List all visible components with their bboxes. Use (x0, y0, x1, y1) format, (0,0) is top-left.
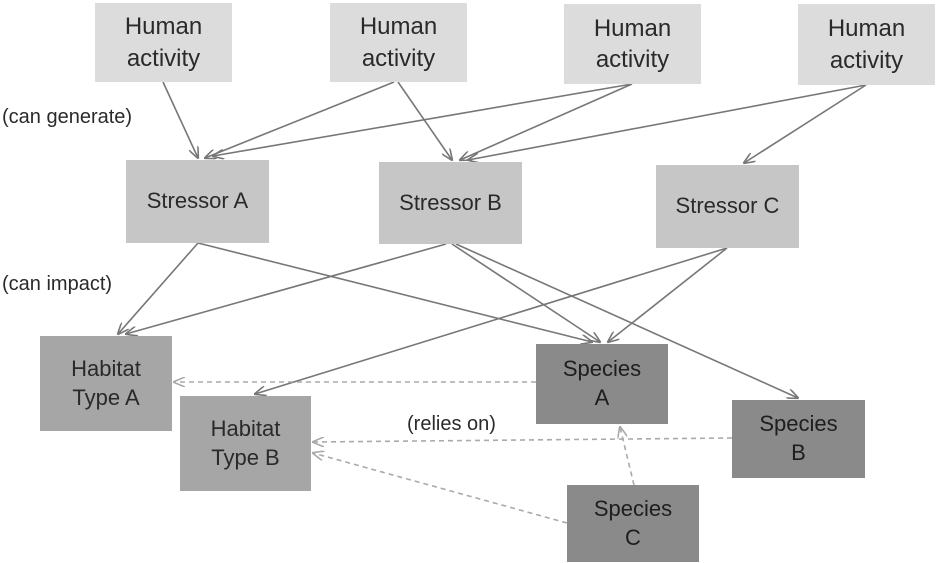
node-habitat-type-a: Habitat Type A (40, 336, 172, 431)
arrow-stressor-b-to-habitat-a (126, 243, 447, 334)
node-species-b: Species B (732, 400, 865, 478)
label-can-impact: (can impact) (2, 273, 113, 295)
arrow-activity-3-to-stressor-a (213, 83, 633, 156)
label-can-generate: (can generate) (2, 106, 133, 128)
arrow-stressor-b-to-species-b (455, 243, 798, 398)
arrow-activity-4-to-stressor-c (744, 84, 867, 163)
label-relies-on: (relies on) (407, 413, 496, 435)
arrow-stressor-c-to-habitat-b (255, 247, 728, 394)
node-species-a: Species A (536, 344, 668, 424)
node-species-c: Species C (567, 485, 699, 562)
node-human-activity-3: Human activity (564, 4, 701, 84)
arrow-stressor-a-to-species-a (197, 242, 592, 342)
arrow-stressor-c-to-species-a (608, 247, 728, 342)
node-habitat-type-b: Habitat Type B (180, 396, 311, 491)
arrow-species-c-to-habitat-b (313, 453, 568, 524)
arrow-activity-4-to-stressor-b (468, 84, 867, 160)
node-stressor-b: Stressor B (379, 162, 522, 244)
arrow-activity-1-to-stressor-a (162, 81, 198, 158)
node-human-activity-4: Human activity (798, 4, 935, 85)
arrow-activity-2-to-stressor-b (397, 81, 452, 160)
arrow-activity-3-to-stressor-b (460, 83, 633, 160)
arrow-stressor-b-to-species-a (451, 243, 600, 342)
node-stressor-a: Stressor A (126, 160, 269, 243)
arrow-species-b-to-habitat-b (313, 438, 733, 442)
node-stressor-c: Stressor C (656, 165, 799, 248)
arrow-species-c-to-species-a (620, 427, 635, 486)
node-human-activity-2: Human activity (330, 3, 467, 82)
arrow-activity-2-to-stressor-a (205, 81, 395, 158)
arrow-stressor-a-to-habitat-a (118, 242, 199, 334)
node-human-activity-1: Human activity (95, 3, 232, 82)
